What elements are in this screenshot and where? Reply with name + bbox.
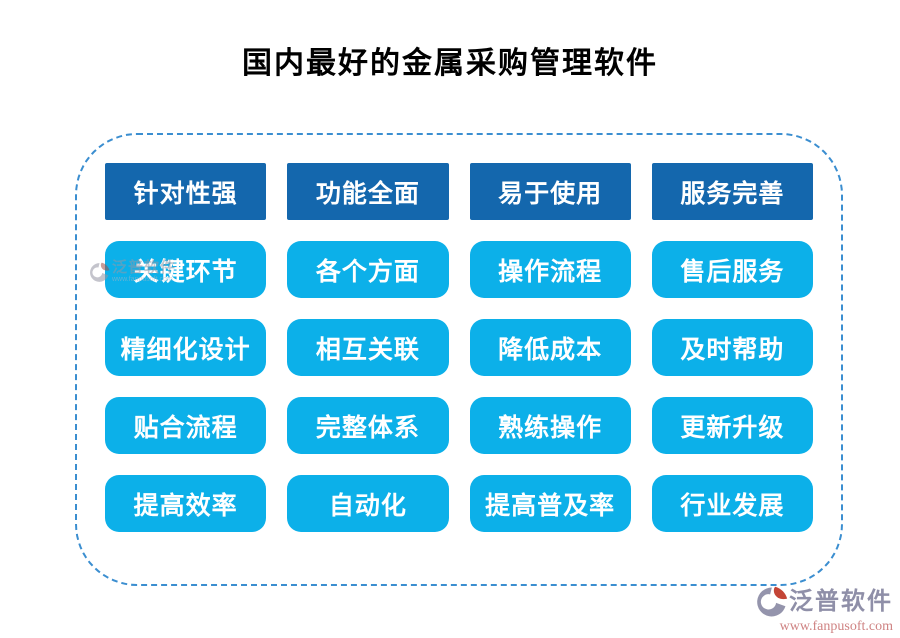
feature-cell: 各个方面 xyxy=(287,241,449,298)
fanpu-logo-icon xyxy=(757,587,788,617)
header-cell: 功能全面 xyxy=(287,163,449,220)
brand-name: 泛普软件 xyxy=(789,588,893,615)
feature-cell: 售后服务 xyxy=(651,241,813,298)
page-title: 国内最好的金属采购管理软件 xyxy=(242,47,658,80)
feature-cell: 及时帮助 xyxy=(651,319,813,376)
feature-cell: 相互关联 xyxy=(287,319,449,376)
feature-cell: 更新升级 xyxy=(651,397,813,454)
feature-cell: 完整体系 xyxy=(287,397,449,454)
brand-url-link[interactable]: www.fanpusoft.com xyxy=(779,619,893,635)
feature-cell: 降低成本 xyxy=(469,319,631,376)
feature-board: 针对性强 功能全面 易于使用 服务完善 关键环节 各个方面 操作流程 售后服务 … xyxy=(75,133,843,586)
feature-grid: 针对性强 功能全面 易于使用 服务完善 关键环节 各个方面 操作流程 售后服务 … xyxy=(105,163,813,532)
feature-cell: 提高效率 xyxy=(105,475,267,532)
feature-cell: 行业发展 xyxy=(651,475,813,532)
header-cell: 易于使用 xyxy=(469,163,631,220)
feature-cell: 关键环节 xyxy=(105,241,267,298)
infographic-canvas: { "page": { "title": "国内最好的金属采购管理软件" }, … xyxy=(0,38,900,638)
feature-cell: 熟练操作 xyxy=(469,397,631,454)
feature-cell: 提高普及率 xyxy=(469,475,631,532)
feature-cell: 精细化设计 xyxy=(105,319,267,376)
brand-footer: 泛普软件 www.fanpusoft.com xyxy=(754,584,893,635)
header-cell: 服务完善 xyxy=(651,163,813,220)
header-cell: 针对性强 xyxy=(105,163,267,220)
feature-cell: 操作流程 xyxy=(469,241,631,298)
feature-cell: 自动化 xyxy=(287,475,449,532)
feature-cell: 贴合流程 xyxy=(105,397,267,454)
